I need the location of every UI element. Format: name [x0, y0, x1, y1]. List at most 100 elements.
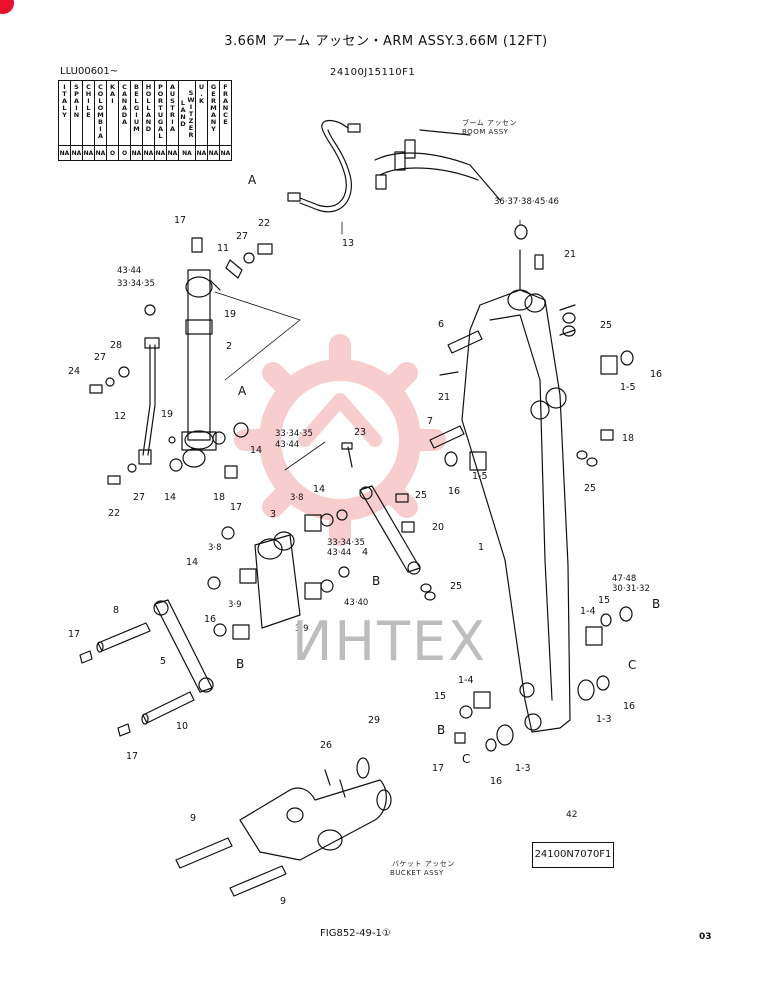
hydraulic-hose	[287, 119, 361, 213]
callout: 27	[236, 231, 248, 242]
callout: 22	[108, 508, 120, 519]
callout: 3·8	[208, 543, 222, 553]
arm-cylinder	[181, 269, 221, 468]
callout: 19	[224, 309, 236, 320]
gear-watermark-icon	[234, 334, 446, 546]
callout: 16	[490, 776, 502, 787]
callout: 25	[600, 320, 612, 331]
page-title: 3.66M アーム アッセン・ARM ASSY.3.66M (12FT)	[224, 34, 548, 49]
callout: 27	[133, 492, 145, 503]
callout: 16	[448, 486, 460, 497]
boom-assy-jp: ブーム アッセン	[462, 119, 518, 127]
callout: B	[236, 657, 244, 671]
callout: 21	[564, 249, 576, 260]
arm-body	[461, 224, 576, 733]
callout: 5	[160, 656, 166, 667]
page-number: 03	[699, 932, 712, 942]
callout-labels: A 13 36·37·38·45·46 21 17 27 22 11 43·44…	[68, 173, 662, 907]
country-code: NA	[219, 145, 232, 161]
boom-assy-en: BOOM ASSY	[462, 128, 509, 136]
callout: 14	[250, 445, 262, 456]
figure-number: FIG852-49-1①	[320, 928, 391, 939]
link-five	[153, 599, 214, 693]
callout: 3·9	[295, 624, 309, 634]
callout: 3	[270, 509, 276, 520]
callout: 17	[174, 215, 186, 226]
callout: 17	[68, 629, 80, 640]
callout: 16	[650, 369, 662, 380]
callout: 14	[186, 557, 198, 568]
callout: 16	[204, 614, 216, 625]
callout: B	[372, 574, 380, 588]
callout: 10	[176, 721, 188, 732]
callout: 33·34·35	[117, 279, 155, 289]
callout: 25	[584, 483, 596, 494]
pins-and-bushings	[429, 330, 634, 752]
callout: 33·34·35	[275, 429, 313, 439]
callout: 1	[478, 542, 484, 553]
callout: 6	[438, 319, 444, 330]
callout: 18	[213, 492, 225, 503]
callout: 1-5	[620, 382, 636, 393]
callout: 33·34·35	[327, 538, 365, 548]
country-name-row: ITALY SPAIN CHILE COLOMBIA KAI CANADA BE…	[58, 80, 232, 146]
ref-box-number: 42	[566, 810, 578, 820]
pin-ten	[117, 691, 195, 737]
callout: 13	[342, 238, 354, 249]
callout: 1-4	[580, 606, 596, 617]
callout: 28	[110, 340, 122, 351]
callout: 23	[354, 427, 366, 438]
pipe-assembly	[138, 337, 160, 465]
callout: 9	[280, 896, 286, 907]
link-four	[341, 442, 436, 601]
ref-box-label: 24100N7070F1	[532, 842, 614, 868]
callout: 26	[320, 740, 332, 751]
callout: 21	[438, 392, 450, 403]
callout: 18	[622, 433, 634, 444]
callout: 1-3	[515, 763, 531, 774]
callout: B	[652, 597, 660, 611]
callout: 8	[113, 605, 119, 616]
callout: 4	[362, 547, 368, 558]
callout: 7	[427, 416, 433, 427]
callout: A	[248, 173, 257, 187]
callout: 22	[258, 218, 270, 229]
callout: 24	[68, 366, 80, 377]
pin-eight	[79, 622, 151, 664]
callout: 43·40	[344, 598, 368, 608]
callout: 9	[190, 813, 196, 824]
country-code: NA	[166, 145, 179, 161]
small-fittings	[89, 237, 273, 540]
callout: 15	[434, 691, 446, 702]
callout: B	[437, 723, 445, 737]
callout: 43·44	[275, 440, 299, 450]
callout: 2	[226, 341, 232, 352]
callout: 19	[161, 409, 173, 420]
country-applicability-table: ITALY SPAIN CHILE COLOMBIA KAI CANADA BE…	[58, 80, 232, 161]
country-cell: FRANCE	[219, 80, 232, 146]
callout: 43·44	[327, 548, 351, 558]
callout: 11	[217, 243, 229, 254]
callout: 36·37·38·45·46	[494, 197, 559, 207]
callout: 14	[313, 484, 325, 495]
bucket-assy-en: BUCKET ASSY	[390, 869, 444, 877]
country-code-row: NA NA NA NA O O NA NA NA NA NA NA NA NA	[58, 145, 232, 161]
pin-nine	[175, 837, 287, 897]
callout: C	[628, 658, 636, 672]
callout: 15	[598, 595, 610, 606]
leader-lines	[214, 219, 521, 471]
corner-marker-icon	[0, 0, 14, 14]
serial-range: LLU00601~	[60, 66, 119, 77]
callout: 1-4	[458, 675, 474, 686]
callout: 12	[114, 411, 126, 422]
callout: 3·9	[228, 600, 242, 610]
boom-assembly-outline	[374, 129, 501, 201]
callout: 17	[432, 763, 444, 774]
bucket-assembly-outline	[239, 757, 392, 861]
callout: 20	[432, 522, 444, 533]
callout: C	[462, 752, 470, 766]
callout: 25	[415, 490, 427, 501]
callout: 29	[368, 715, 380, 726]
